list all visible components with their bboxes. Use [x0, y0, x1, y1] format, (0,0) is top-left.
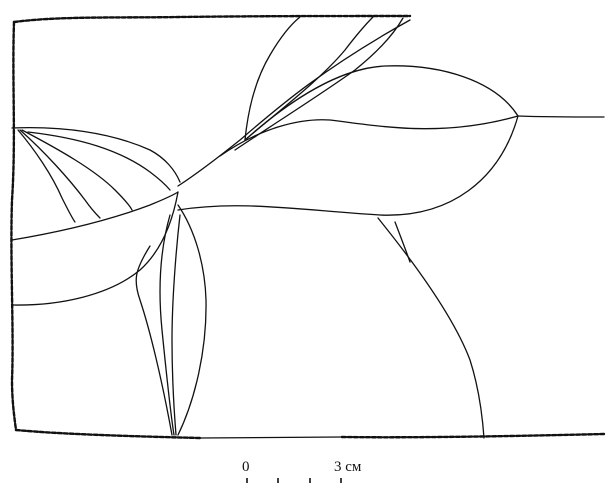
upper-right-leaf-midrib	[219, 115, 519, 157]
lower-left-leaf	[11, 191, 179, 306]
left-broken-edge	[10, 20, 18, 432]
scale-bar: 0 3 см	[242, 459, 362, 483]
top-leaf-vein-2	[234, 17, 404, 151]
lower-right-stalk	[377, 217, 485, 439]
stalk-spur	[394, 221, 411, 263]
upper-right-leaf-bottom-outline	[177, 115, 519, 216]
left-fan-leaves	[11, 127, 181, 223]
central-stem	[177, 19, 411, 187]
lower-left-leaf-top-outline	[11, 191, 179, 241]
left-leaf-vein-4	[17, 129, 76, 223]
left-leaf-vein-3	[19, 129, 101, 219]
left-leaf-vein-1	[27, 131, 171, 191]
down-leaf-1-right	[159, 214, 175, 436]
bottom-left-broken-edge	[14, 428, 202, 440]
top-tall-leaf	[234, 16, 404, 151]
fragment-border	[10, 14, 606, 440]
descending-stalk	[377, 217, 485, 439]
bottom-right-broken-edge	[340, 432, 606, 439]
bottom-plain-edge	[199, 436, 343, 439]
left-leaf-vein-2	[21, 129, 133, 211]
upper-right-leaf-top-outline	[244, 65, 519, 141]
down-leaf-2-left	[171, 214, 181, 436]
left-leaf-outline-top	[11, 127, 181, 183]
down-leaf-1-left	[135, 245, 173, 436]
downward-leaves	[135, 204, 207, 436]
scale-start-label: 0	[242, 459, 250, 475]
down-leaf-2-right	[177, 204, 207, 436]
top-leaf-left-outline	[244, 16, 301, 141]
top-broken-edge	[12, 14, 412, 24]
scale-end-label: 3 см	[334, 459, 362, 475]
lower-left-leaf-bottom-outline	[11, 191, 179, 306]
upper-right-leaf	[177, 65, 519, 216]
right-stem	[517, 115, 605, 118]
top-leaf-vein-1	[244, 16, 374, 141]
fragment-plain-edges	[199, 115, 605, 439]
